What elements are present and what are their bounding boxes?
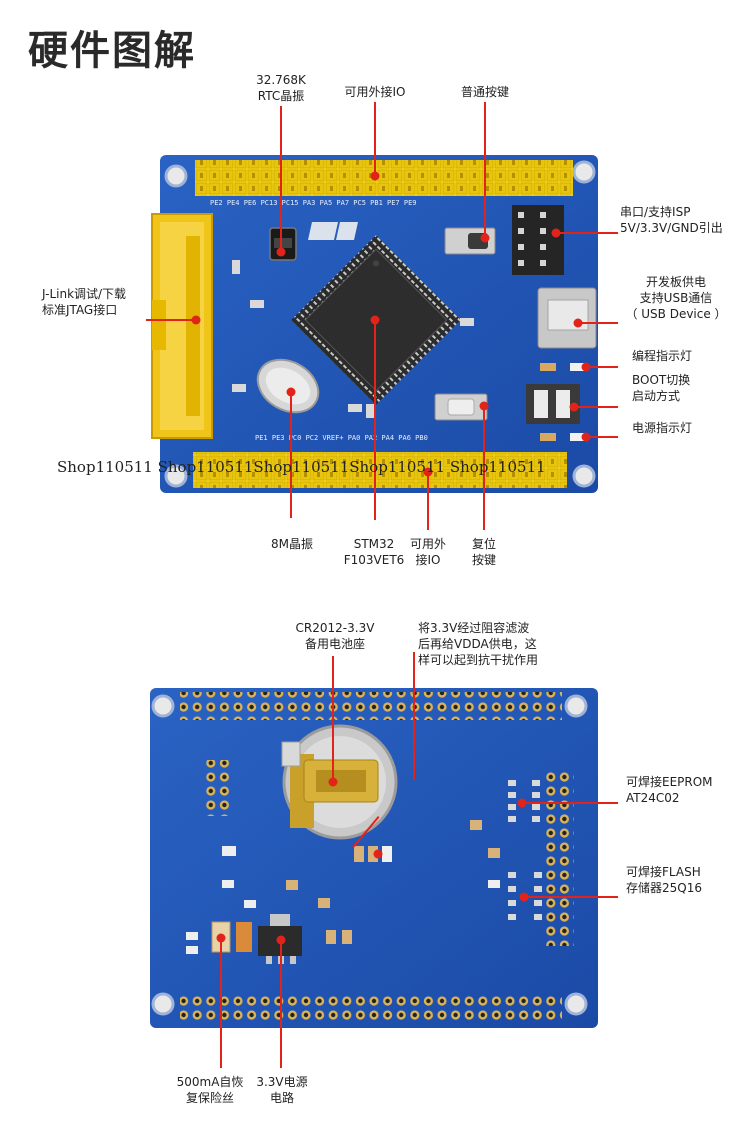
- crystal-pointer-dot: [286, 387, 296, 397]
- label-filter: 将3.3V经过阻容滤波后再给VDDA供电，这样可以起到抗干扰作用: [418, 621, 539, 667]
- eeprom-pointer-dot: [517, 798, 527, 808]
- label-8m-crystal: 8M晶振: [271, 537, 313, 551]
- page-title: 硬件图解: [28, 28, 196, 74]
- power-led-pointer-dot: [581, 432, 591, 442]
- ldo-pointer-dot: [276, 935, 286, 945]
- reset-pointer: [483, 406, 485, 530]
- eeprom-pointer: [522, 802, 618, 804]
- label-fuse: 500mA自恢复保险丝: [176, 1075, 244, 1105]
- io-bottom-pointer: [427, 472, 429, 530]
- flash-pointer-dot: [519, 892, 529, 902]
- watermark: Shop110511 Shop110511Shop110511Shop11051…: [57, 458, 546, 476]
- power-pointer: [578, 322, 618, 324]
- io-bottom-pointer-dot: [423, 467, 433, 477]
- battery-pointer: [332, 656, 334, 782]
- io-top-pointer: [374, 102, 376, 176]
- crystal-pointer: [290, 392, 292, 518]
- mcu-pointer-dot: [370, 315, 380, 325]
- jlink-pointer-dot: [191, 315, 201, 325]
- key-pointer: [484, 102, 486, 238]
- boot-pointer-dot: [569, 402, 579, 412]
- fuse-pointer: [220, 938, 222, 1068]
- reset-pointer-dot: [479, 401, 489, 411]
- mcu-pointer: [374, 320, 376, 520]
- battery-pointer-dot: [328, 777, 338, 787]
- label-key: 普通按键: [460, 85, 509, 99]
- label-power-led: 电源指示灯: [632, 421, 693, 435]
- rtc-pointer-dot: [276, 247, 286, 257]
- boot-pointer: [574, 406, 618, 408]
- key-pointer-dot: [480, 233, 490, 243]
- label-prog-led: 编程指示灯: [632, 349, 693, 363]
- svg-text:PE1 PE3 PC0 PC2 VREF+ PA0 PA2: PE1 PE3 PC0 PC2 VREF+ PA0 PA2 PA4 PA6 PB…: [255, 434, 428, 442]
- filter-pointer-dot: [373, 849, 383, 859]
- flash-pointer: [524, 896, 618, 898]
- fuse-pointer-dot: [216, 933, 226, 943]
- prog-led-pointer-dot: [581, 362, 591, 372]
- power-led-pointer: [586, 436, 618, 438]
- power-pointer-dot: [573, 318, 583, 328]
- svg-text:PE2 PE4 PE6 PC13 PC15 PA3 PA5: PE2 PE4 PE6 PC13 PC15 PA3 PA5 PA7 PC5 PB…: [210, 199, 417, 207]
- jlink-pointer: [146, 319, 196, 321]
- serial-pointer-dot: [551, 228, 561, 238]
- label-jlink: J-Link调试/下载标准JTAG接口: [42, 287, 127, 317]
- label-io-top: 可用外接IO: [344, 85, 406, 99]
- io-top-pointer-dot: [370, 171, 380, 181]
- ldo-pointer: [280, 940, 282, 1068]
- label-boot: BOOT切换启动方式: [632, 373, 691, 403]
- label-power: 开发板供电支持USB通信（ USB Device ）: [625, 275, 727, 321]
- serial-pointer: [556, 232, 618, 234]
- prog-led-pointer: [586, 366, 618, 368]
- filter-pointer-v: [413, 652, 415, 780]
- label-reset: 复位按键: [471, 537, 496, 567]
- rtc-pointer: [280, 106, 282, 252]
- label-io-bottom: 可用外接IO: [409, 537, 446, 567]
- label-ldo: 3.3V电源电路: [256, 1075, 308, 1105]
